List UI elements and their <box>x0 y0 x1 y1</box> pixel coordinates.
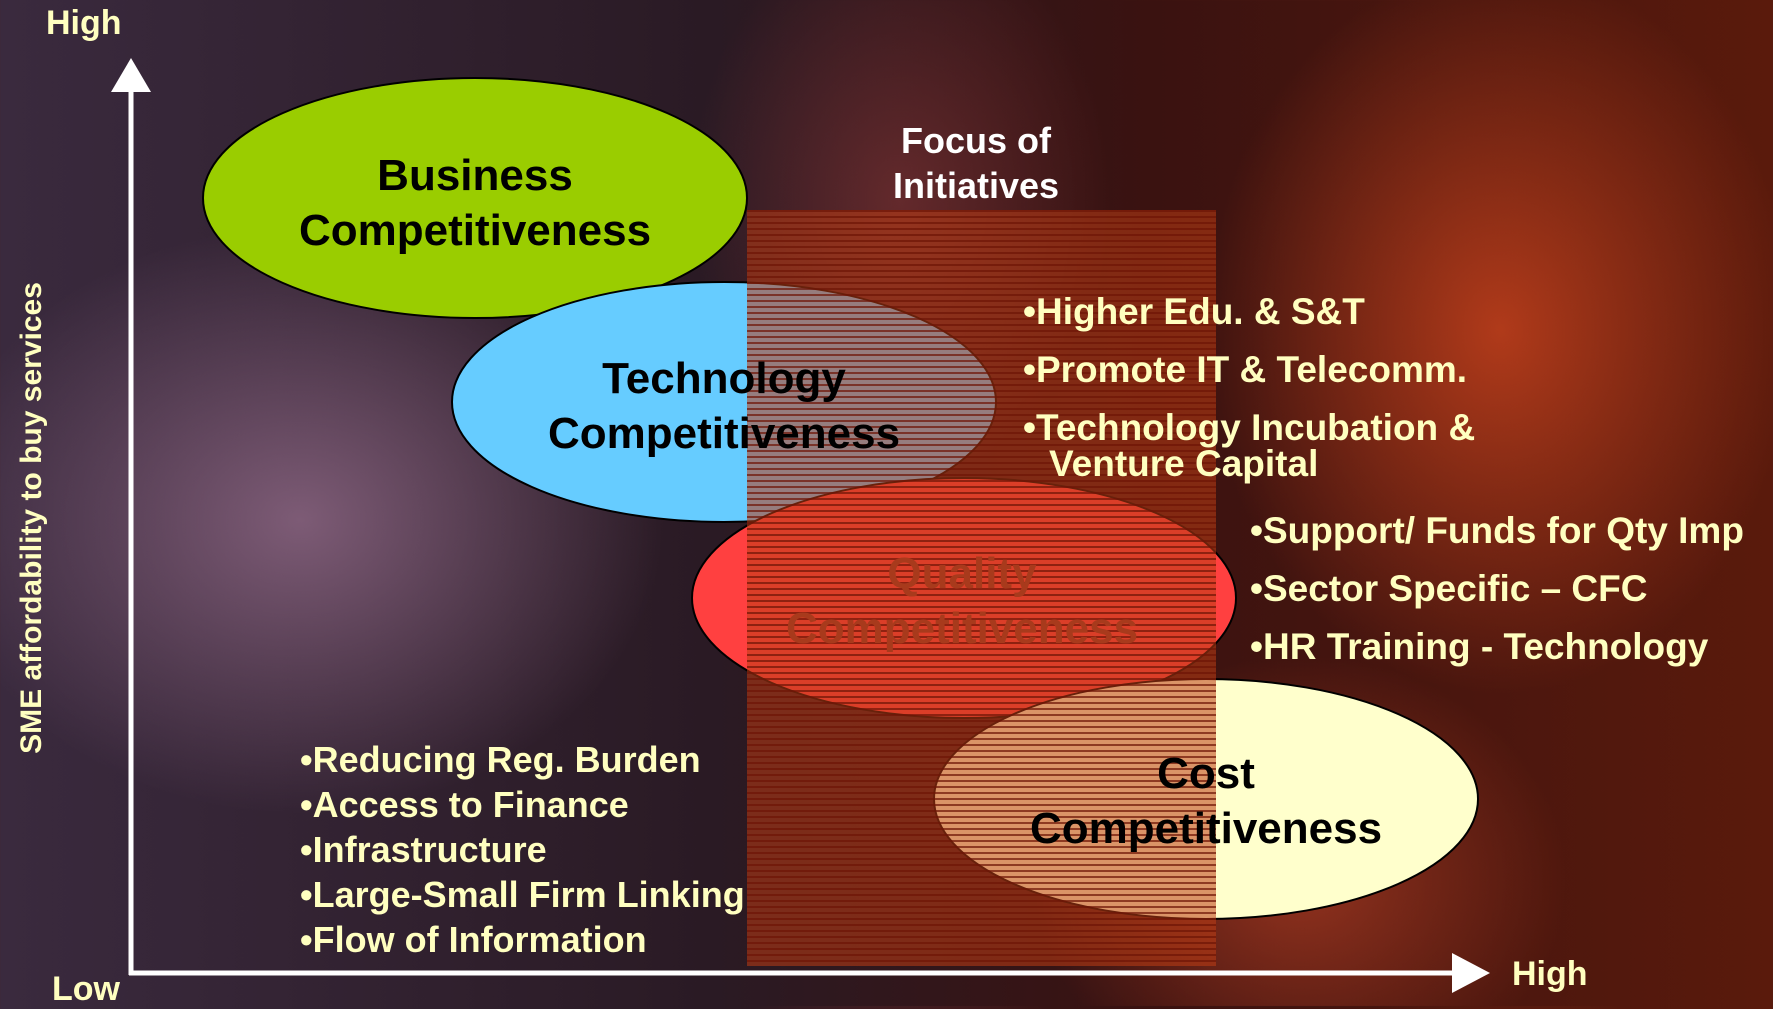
quality-bullet: Sector Specific – CFC <box>1250 560 1744 618</box>
technology-label-line1: Technology <box>602 354 846 403</box>
technology-bullet: Higher Edu. & S&T <box>1023 283 1475 341</box>
focus-title-line1: Focus of <box>901 120 1051 161</box>
x-axis-high-label: High <box>1512 955 1588 993</box>
business-label-line1: Business <box>377 151 573 200</box>
y-axis-low-label: Low <box>52 970 120 1008</box>
business-bullet: Flow of Information <box>300 917 745 962</box>
business-bullets: Reducing Reg. Burden Access to Finance I… <box>300 737 745 962</box>
technology-bullet: Technology Incubation & <box>1023 399 1475 457</box>
quality-bullet: HR Training - Technology <box>1250 618 1744 676</box>
cost-label: Cost Competitiveness <box>1030 746 1382 856</box>
business-bullet: Large-Small Firm Linking <box>300 872 745 917</box>
business-label-line2: Competitiveness <box>298 206 652 255</box>
technology-bullet-continuation: Venture Capital <box>1049 443 1319 484</box>
quality-bullets: Support/ Funds for Qty Imp Sector Specif… <box>1250 502 1744 676</box>
quality-label-line2: Competitiveness <box>785 604 1139 653</box>
cost-label-line1: Cost <box>1157 749 1255 798</box>
y-axis-title: SME affordability to buy services <box>15 282 48 754</box>
business-label: Business Competitiveness <box>299 148 651 258</box>
x-axis-arrow-icon <box>1452 953 1490 993</box>
business-bullet: Access to Finance <box>300 782 745 827</box>
cost-label-line2: Competitiveness <box>1029 804 1383 853</box>
quality-label: Quality Competitiveness <box>786 546 1138 656</box>
y-axis-arrow-icon <box>111 58 151 92</box>
business-ellipse <box>202 77 748 319</box>
technology-bullets: Higher Edu. & S&T Promote IT & Telecomm.… <box>1023 283 1475 493</box>
technology-bullet: Promote IT & Telecomm. <box>1023 341 1475 399</box>
quality-label-line1: Quality <box>887 549 1037 598</box>
business-bullet: Infrastructure <box>300 827 745 872</box>
quality-bullet: Support/ Funds for Qty Imp <box>1250 502 1744 560</box>
business-bullet: Reducing Reg. Burden <box>300 737 745 782</box>
focus-title: Focus of Initiatives <box>893 118 1059 208</box>
y-axis-high-label: High <box>46 4 122 42</box>
focus-title-line2: Initiatives <box>892 165 1060 206</box>
technology-label-line2: Competitiveness <box>547 409 901 458</box>
technology-label: Technology Competitiveness <box>548 351 900 461</box>
